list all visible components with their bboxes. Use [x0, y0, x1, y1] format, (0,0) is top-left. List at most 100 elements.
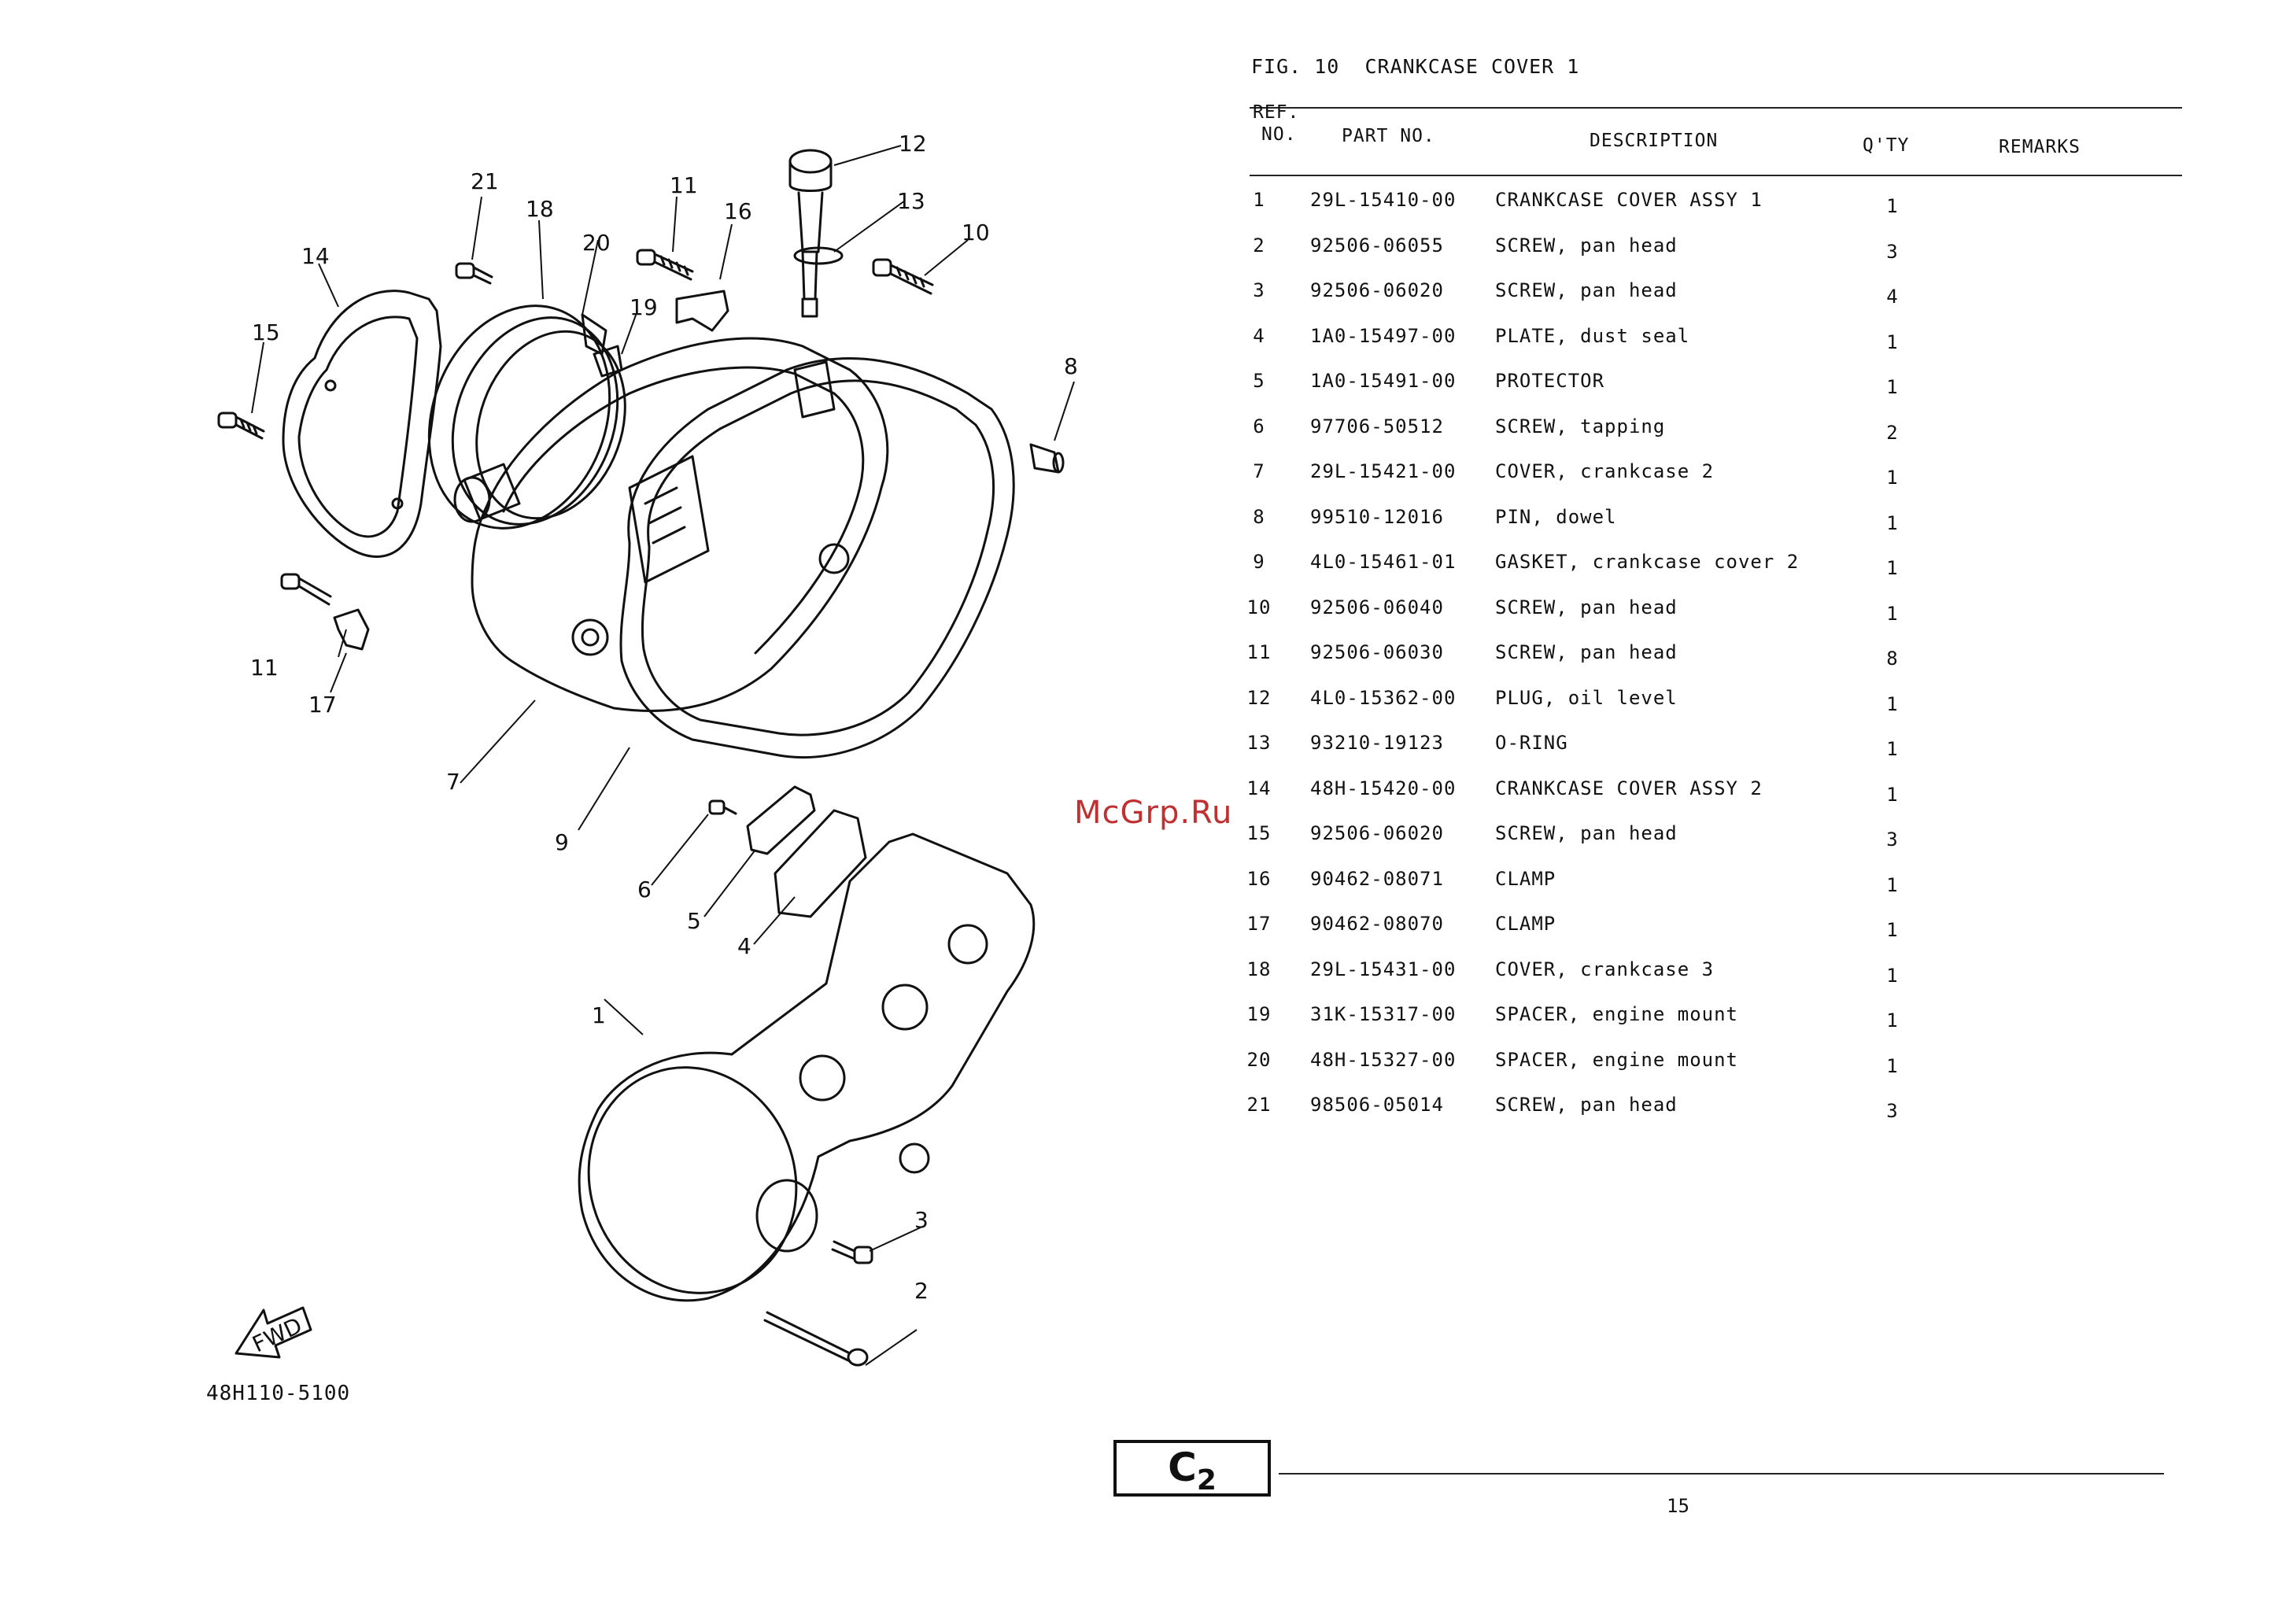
part-12-oil-plug [788, 149, 833, 318]
part-3-screw [831, 1240, 873, 1264]
callout-16: 16 [724, 198, 752, 224]
header-description: DESCRIPTION [1590, 131, 1719, 151]
description-cell: PIN, dowel [1495, 505, 1617, 528]
part-5-protector [746, 785, 816, 855]
description-cell: COVER, crankcase 3 [1495, 958, 1715, 980]
callout-11-upper: 11 [670, 172, 698, 198]
callout-10: 10 [962, 220, 990, 245]
part-no-cell: 92506-06055 [1310, 234, 1444, 257]
header-part-no: PART NO. [1342, 126, 1435, 146]
part-no-cell: 97706-50512 [1310, 415, 1444, 437]
callout-12: 12 [899, 131, 927, 157]
description-cell: SPACER, engine mount [1495, 1048, 1738, 1071]
ref-cell: 9 [1253, 551, 1265, 573]
table-row: 16 90462-08071 CLAMP 1 [1235, 868, 2180, 912]
qty-cell: 1 [1886, 964, 1899, 987]
part-no-cell: 98506-05014 [1310, 1094, 1444, 1116]
callout-7: 7 [446, 769, 460, 795]
qty-cell: 1 [1886, 783, 1899, 806]
callout-15: 15 [252, 319, 280, 345]
part-no-cell: 99510-12016 [1310, 505, 1444, 528]
ref-cell: 18 [1246, 958, 1272, 980]
description-cell: SCREW, pan head [1495, 279, 1678, 301]
description-cell: CLAMP [1495, 867, 1556, 890]
part-no-cell: 29L-15431-00 [1310, 958, 1457, 980]
qty-cell: 1 [1886, 873, 1899, 896]
part-2-screw [763, 1311, 869, 1367]
part-14-cover-assy-2 [282, 290, 442, 558]
qty-cell: 1 [1886, 195, 1899, 217]
part-no-cell: 90462-08071 [1310, 867, 1444, 890]
description-cell: CLAMP [1495, 913, 1556, 935]
ref-cell: 12 [1246, 686, 1272, 709]
watermark: McGrp.Ru [1074, 795, 1233, 831]
callout-1: 1 [592, 1002, 606, 1028]
part-no-cell: 29L-15421-00 [1310, 460, 1457, 482]
callout-5: 5 [687, 908, 701, 934]
part-no-cell: 48H-15420-00 [1310, 777, 1457, 799]
callout-2: 2 [914, 1278, 929, 1304]
diagram-id: 48H110-5100 [206, 1382, 351, 1405]
qty-cell: 1 [1886, 919, 1899, 941]
part-no-cell: 90462-08070 [1310, 913, 1444, 935]
table-row: 17 90462-08070 CLAMP 1 [1235, 913, 2180, 957]
section-code: C [1168, 1445, 1197, 1490]
description-cell: SCREW, pan head [1495, 641, 1678, 663]
part-no-cell: 29L-15410-00 [1310, 189, 1457, 211]
ref-cell: 7 [1253, 460, 1265, 482]
description-cell: SCREW, pan head [1495, 822, 1678, 844]
callout-11-lower: 11 [250, 655, 279, 681]
ref-cell: 16 [1246, 867, 1272, 890]
callout-4: 4 [737, 933, 751, 959]
qty-cell: 1 [1886, 602, 1899, 625]
part-no-cell: 92506-06030 [1310, 641, 1444, 663]
ref-cell: 4 [1253, 324, 1265, 347]
part-11-screw-upper [636, 249, 694, 281]
qty-cell: 1 [1886, 376, 1899, 398]
callout-6: 6 [637, 877, 652, 902]
page-number: 15 [1667, 1495, 1689, 1517]
description-cell: SPACER, engine mount [1495, 1003, 1738, 1025]
qty-cell: 2 [1886, 421, 1899, 444]
part-10-screw [872, 258, 934, 295]
ref-cell: 15 [1246, 822, 1272, 844]
part-no-cell: 4L0-15362-00 [1310, 686, 1457, 709]
section-sub: 2 [1196, 1464, 1217, 1497]
table-row: 18 29L-15431-00 COVER, crankcase 3 1 [1235, 958, 2180, 1002]
part-17-clamp [333, 608, 370, 651]
part-no-cell: 1A0-15497-00 [1310, 324, 1457, 347]
ref-cell: 2 [1253, 234, 1265, 257]
part-16-clamp [675, 290, 729, 332]
ref-cell: 20 [1246, 1048, 1272, 1071]
qty-cell: 1 [1886, 738, 1899, 760]
section-code-box: C2 [1113, 1440, 1271, 1497]
header-qty: Q'TY [1863, 135, 1910, 156]
callout-21: 21 [471, 168, 499, 194]
header-rule-top [1250, 107, 2182, 109]
qty-cell: 1 [1886, 1009, 1899, 1032]
qty-cell: 8 [1886, 648, 1899, 670]
callout-17: 17 [308, 692, 337, 718]
part-7-crankcase-cover-2 [453, 337, 889, 712]
ref-cell: 8 [1253, 505, 1265, 528]
ref-cell: 17 [1246, 913, 1272, 935]
ref-cell: 10 [1246, 596, 1272, 618]
part-no-cell: 1A0-15491-00 [1310, 370, 1457, 392]
qty-cell: 1 [1886, 511, 1899, 534]
callout-9: 9 [555, 829, 569, 855]
description-cell: PLATE, dust seal [1495, 324, 1690, 347]
ref-cell: 14 [1246, 777, 1272, 799]
description-cell: COVER, crankcase 2 [1495, 460, 1715, 482]
